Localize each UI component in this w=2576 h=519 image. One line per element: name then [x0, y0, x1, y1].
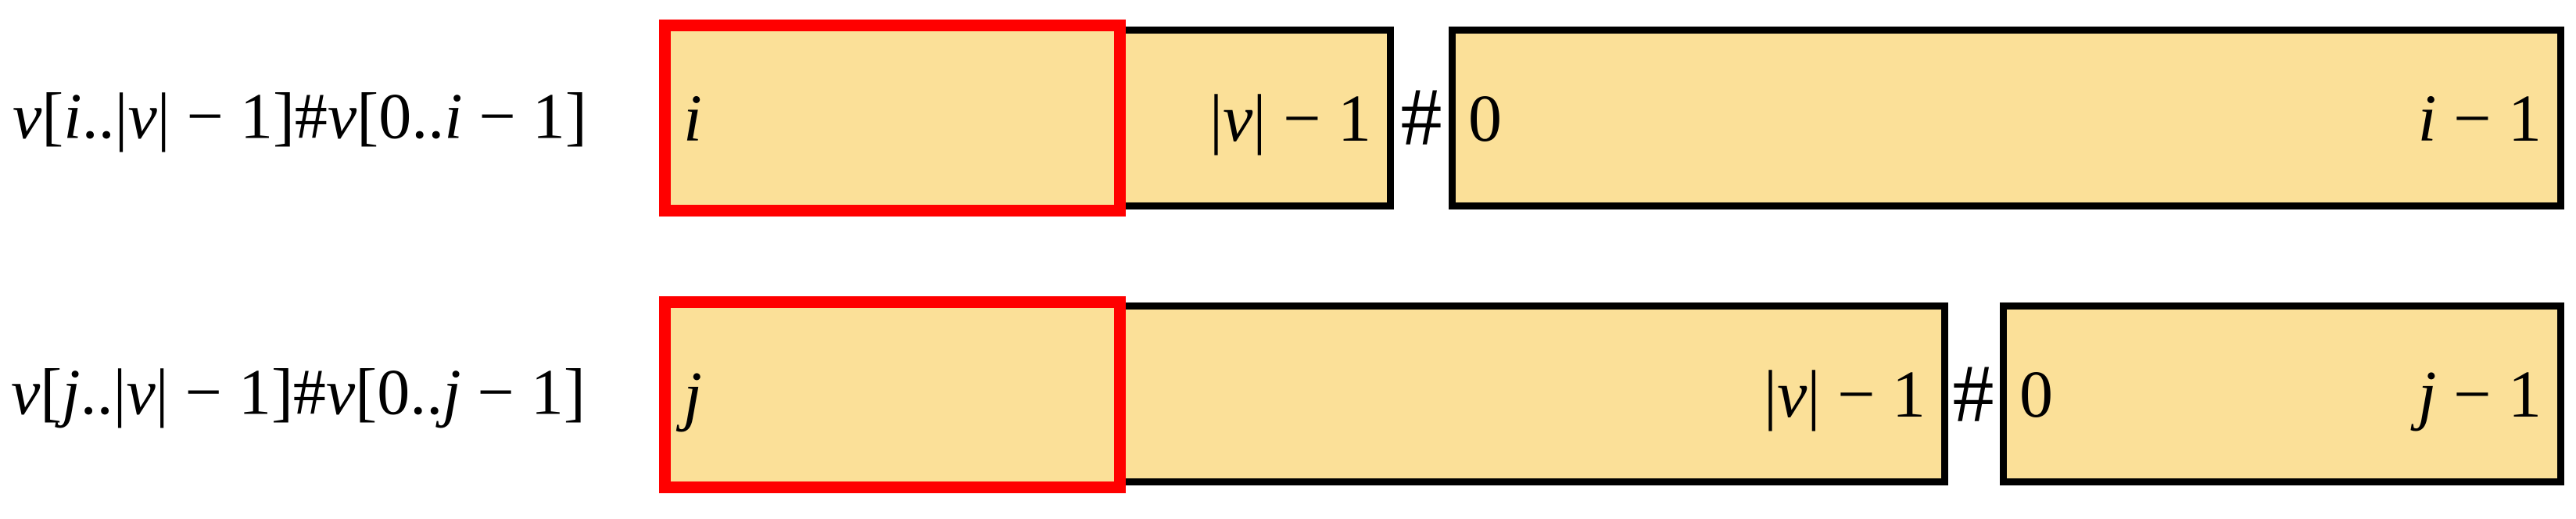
- row2-segment1-start-index: j: [683, 357, 702, 432]
- row1-segment1-end-index: |v| − 1: [1209, 81, 1371, 156]
- row1-segment1-start-index: i: [683, 81, 702, 156]
- row1-segment2-box: 0 i − 1: [1449, 27, 2564, 209]
- row1-formula-label: v[i..|v| − 1]#v[0..i − 1]: [13, 80, 587, 153]
- row1-segment1-box: |v| − 1: [1126, 27, 1394, 209]
- row1-highlight-box: i: [659, 20, 1126, 217]
- row2-segment2-start-index: 0: [2019, 356, 2053, 431]
- row1-segment2-start-index: 0: [1468, 81, 1502, 156]
- row2-hash-separator: #: [1952, 348, 1994, 439]
- row2-segment2-end-index: j − 1: [2417, 356, 2542, 431]
- row2-formula-label: v[j..|v| − 1]#v[0..j − 1]: [11, 356, 586, 429]
- row2-segment1-box: |v| − 1: [1126, 302, 1948, 485]
- row2-highlight-box: j: [659, 296, 1126, 493]
- row2-segment1-end-index: |v| − 1: [1763, 356, 1926, 431]
- row2-segment2-box: 0 j − 1: [2000, 302, 2564, 485]
- row1-hash-separator: #: [1400, 71, 1442, 163]
- row1-segment2-end-index: i − 1: [2417, 81, 2542, 156]
